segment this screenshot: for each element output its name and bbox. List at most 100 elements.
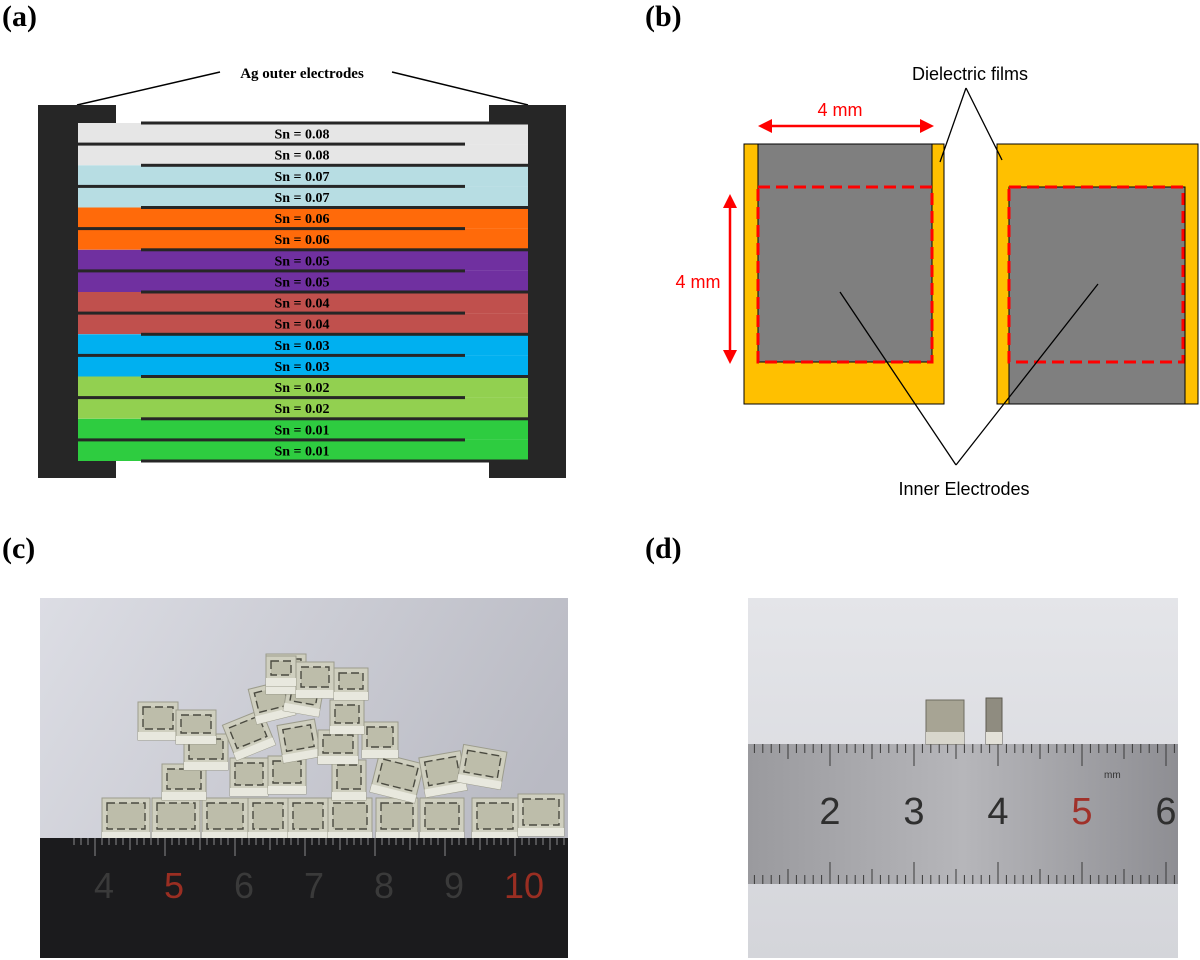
inner-electrode-line (141, 375, 528, 378)
leader-line-right (391, 71, 529, 106)
layer-5 (78, 207, 528, 229)
inner-electrode-line (78, 227, 465, 231)
outer-electrode-right-top (489, 105, 566, 123)
layer-15 (78, 418, 528, 440)
sample-chip-front-base (926, 732, 964, 744)
layer-8 (78, 270, 528, 292)
sample-chip-side-base (986, 732, 1002, 744)
sample-chip (333, 667, 369, 701)
sample-chip (317, 729, 359, 765)
inner-electrode-line (78, 311, 465, 315)
inner-electrode-line (141, 163, 528, 167)
layer-label: Sn = 0.07 (274, 170, 329, 185)
outer-electrode-right-bottom (489, 461, 566, 478)
sample-chip (265, 655, 297, 687)
width-dimension-label: 4 mm (818, 100, 863, 120)
panel-label-b: (b) (645, 0, 682, 33)
inner-electrode-line (141, 417, 528, 421)
dielectric-films-label: Dielectric films (912, 64, 1028, 84)
layer-10 (78, 313, 528, 335)
outer-electrode-right (528, 105, 566, 478)
panel-b-diagram: Dielectric films 4 mm 4 mm Inner Electro… (676, 64, 1199, 499)
outer-electrode-left (38, 105, 78, 478)
width-arrowhead-left (758, 119, 772, 133)
sample-chip (101, 797, 151, 841)
ruler-c-number: 5 (164, 865, 184, 906)
layer-2 (78, 144, 528, 166)
outer-electrode-left-bottom (38, 461, 116, 478)
layer-16 (78, 439, 528, 461)
sample-chip (175, 709, 217, 745)
ruler-d-number: 5 (1071, 791, 1092, 833)
width-arrowhead-right (920, 119, 934, 133)
ruler-unit-label: mm (1104, 770, 1121, 781)
inner-electrode-line (78, 269, 465, 273)
panel-d-photo: 2 3 4 5 6 mm (748, 598, 1178, 958)
layer-4 (78, 186, 528, 208)
sample-chip (327, 797, 373, 841)
layer-1 (78, 123, 528, 145)
ruler-d-number: 6 (1155, 791, 1176, 833)
layer-label: Sn = 0.05 (274, 275, 329, 290)
sample-chip (201, 797, 249, 841)
steel-ruler (748, 744, 1178, 884)
inner-electrode-line (78, 353, 465, 357)
inner-electrode-line (141, 248, 528, 252)
ruler-d-numbers: 2 3 4 5 6 (819, 791, 1176, 833)
sample-chip (369, 752, 425, 804)
layer-12 (78, 355, 528, 377)
leader-inner-left (839, 291, 957, 466)
sample-chip (287, 797, 329, 841)
layer-label: Sn = 0.08 (274, 128, 329, 143)
inner-electrode-line (78, 142, 465, 146)
ruler-d-number: 4 (987, 791, 1008, 833)
panel-label-a: (a) (2, 0, 37, 33)
panel-a-diagram: Ag outer electrodes Sn = 0.08 Sn = 0.08Sn… (38, 66, 566, 478)
electrode-overlap-left (756, 185, 934, 364)
layer-13 (78, 376, 528, 398)
ruler-d-number: 3 (903, 791, 924, 833)
ruler-c-number: 8 (374, 865, 394, 906)
layer-9 (78, 292, 528, 314)
sample-chip (329, 699, 365, 735)
sample-chip (229, 757, 269, 797)
outer-electrode-left-top (38, 105, 116, 123)
inner-electrode-line (78, 396, 465, 400)
layer-11 (78, 334, 528, 356)
layer-label: Sn = 0.06 (274, 233, 329, 248)
inner-electrode-line (141, 332, 528, 336)
sample-chip (276, 718, 322, 764)
layer-label: Sn = 0.01 (274, 423, 329, 438)
ruler-d-number: 2 (819, 791, 840, 833)
layer-3 (78, 165, 528, 187)
ruler-c-number: 9 (444, 865, 464, 906)
black-ruler (40, 838, 568, 958)
layer-label: Sn = 0.01 (274, 444, 329, 459)
layer-label: Sn = 0.02 (274, 402, 329, 417)
sample-chip (471, 797, 519, 841)
sample-chips (101, 653, 565, 841)
sample-chip (419, 797, 465, 841)
panel-label-d: (d) (645, 532, 682, 565)
leader-line-left (76, 71, 221, 106)
inner-electrode-line (141, 121, 528, 125)
inner-electrodes-label: Inner Electrodes (898, 479, 1029, 499)
layer-6 (78, 228, 528, 250)
leader-dielectric-left (939, 87, 967, 163)
inner-electrode-line (141, 206, 528, 209)
layer-label: Sn = 0.03 (274, 339, 329, 354)
panel-label-c: (c) (2, 532, 36, 565)
sample-chip (151, 797, 201, 841)
layer-label: Sn = 0.03 (274, 360, 329, 375)
ruler-c-ticks (73, 838, 565, 856)
layer-label: Sn = 0.08 (274, 149, 329, 164)
height-dimension-label: 4 mm (676, 272, 721, 292)
height-arrowhead-top (723, 194, 737, 208)
height-arrowhead-bottom (723, 350, 737, 364)
sample-chip (375, 797, 419, 841)
outer-electrode-label: Ag outer electrodes (240, 66, 364, 82)
sample-chip (137, 701, 179, 741)
